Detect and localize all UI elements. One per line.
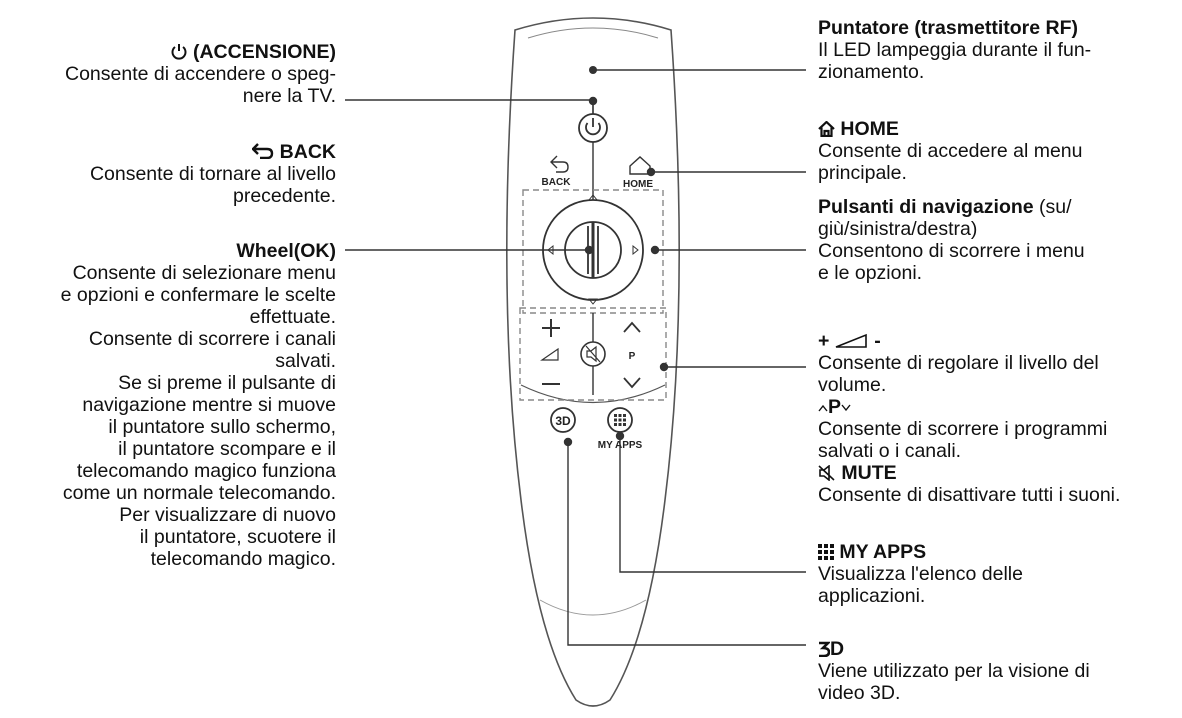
label-back: BACK Consente di tornare al livello prec… <box>0 141 336 207</box>
home-title-icon <box>818 120 835 138</box>
label-program-title: P <box>818 396 1178 418</box>
back-label: BACK <box>542 177 572 188</box>
back-title-icon <box>251 143 274 160</box>
label-back-title: BACK <box>0 141 336 163</box>
nav-right-icon <box>632 244 639 256</box>
home-label: HOME <box>623 179 653 190</box>
label-nav: Pulsanti di navigazione (su/ giù/sinistr… <box>818 196 1085 284</box>
myapps-grid-icon <box>614 414 626 426</box>
program-down-title-icon <box>841 404 851 412</box>
label-threed-title: D <box>818 638 1178 660</box>
nav-up-icon <box>587 194 599 201</box>
remote-edge-bottom <box>520 384 666 403</box>
vol-prog-dashed-box <box>519 307 667 401</box>
svg-text:3D: 3D <box>555 414 571 428</box>
program-up-title-icon <box>818 404 828 412</box>
volume-icon <box>540 347 559 361</box>
threed-title-icon <box>819 641 832 658</box>
label-mute: MUTE Consente di disattivare tutti i suo… <box>818 462 1178 506</box>
remote-edge-bottom-2 <box>539 599 647 616</box>
label-threed: D Viene utilizzato per la visione di vid… <box>818 638 1178 704</box>
threed-button <box>550 407 576 433</box>
power-icon <box>585 122 601 136</box>
label-mute-title: MUTE <box>818 462 1178 484</box>
label-wheel: Wheel(OK) Consente di selezionare menu e… <box>60 240 336 570</box>
program-p-label: P <box>629 351 636 362</box>
label-volume-title: + - <box>818 330 881 352</box>
label-home: HOME Consente di accedere al menu princi… <box>818 118 1178 184</box>
volume-plus-icon <box>542 319 560 337</box>
label-program: P Consente di scorrere i programmi salva… <box>818 396 1178 462</box>
label-pointer: Puntatore (trasmettitore RF) Il LED lamp… <box>818 17 1092 83</box>
label-myapps-title: MY APPS <box>818 541 1178 563</box>
label-volume: + - Consente di regolare il livello del … <box>818 330 1178 396</box>
label-home-title: HOME <box>818 118 1178 140</box>
volume-title-icon <box>835 333 867 348</box>
mute-icon <box>585 345 601 363</box>
program-up-icon <box>623 321 641 333</box>
myapps-title-icon <box>818 544 834 560</box>
nav-down-icon <box>587 298 599 305</box>
back-icon <box>550 155 569 173</box>
remote-body <box>506 17 680 707</box>
power-title-icon <box>171 44 187 60</box>
leader-lines <box>345 69 806 646</box>
label-power-title: (ACCENSIONE) <box>0 41 336 63</box>
mute-title-icon <box>818 464 835 482</box>
program-down-icon <box>623 377 641 389</box>
remote-body-inner <box>527 27 659 39</box>
label-power: (ACCENSIONE) Consente di accendere o spe… <box>0 41 336 107</box>
label-myapps: MY APPS Visualizza l'elenco delle applic… <box>818 541 1178 607</box>
